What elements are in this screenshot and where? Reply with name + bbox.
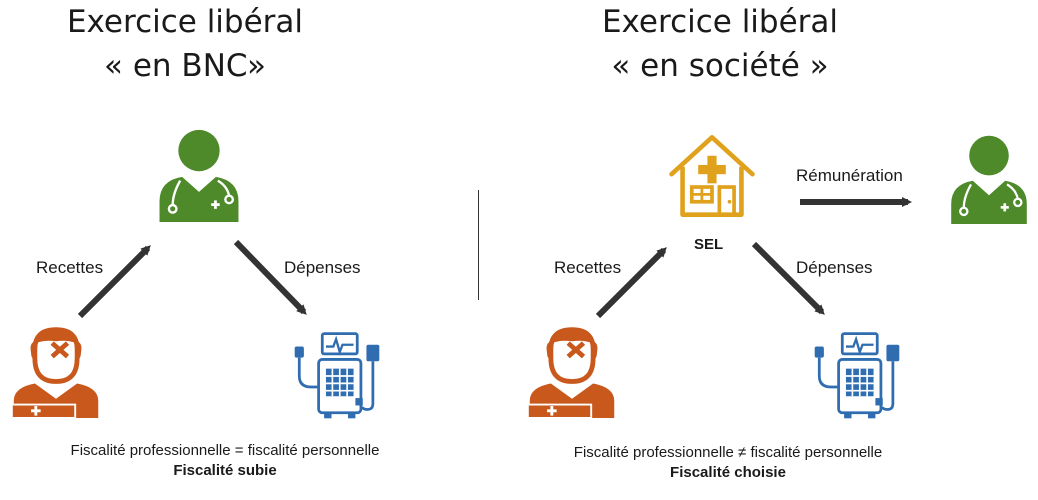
right-caption: Fiscalité professionnelle ≠ fiscalité pe… (548, 444, 908, 481)
right-expense-label: Dépenses (796, 258, 873, 277)
left-income-arrow (77, 245, 151, 319)
sel-label: SEL (694, 236, 724, 253)
right-expense-arrow (751, 241, 825, 315)
right-title: Exercice libéral « en société » (580, 0, 860, 88)
right-income-label: Recettes (554, 258, 622, 277)
right-title-line2: « en société » (611, 48, 829, 84)
left-caption-line1: Fiscalité professionnelle = fiscalité pe… (70, 442, 380, 459)
left-caption: Fiscalité professionnelle = fiscalité pe… (40, 442, 410, 479)
right-income-arrow (595, 247, 667, 319)
right-caption-line2: Fiscalité choisie (670, 464, 786, 481)
left-income-label: Recettes (36, 258, 104, 277)
left-expense-arrow (233, 239, 307, 315)
left-title-line1: Exercice libéral (66, 4, 304, 40)
right-caption-line1: Fiscalité professionnelle ≠ fiscalité pe… (573, 444, 883, 461)
left-title-line2: « en BNC» (104, 48, 266, 84)
left-caption-line2: Fiscalité subie (173, 462, 277, 479)
left-expense-label: Dépenses (284, 258, 361, 277)
left-title: Exercice libéral « en BNC» (60, 0, 310, 88)
remuneration-label: Rémunération (796, 166, 903, 185)
panel-divider (478, 190, 479, 300)
right-title-line1: Exercice libéral (601, 4, 839, 40)
